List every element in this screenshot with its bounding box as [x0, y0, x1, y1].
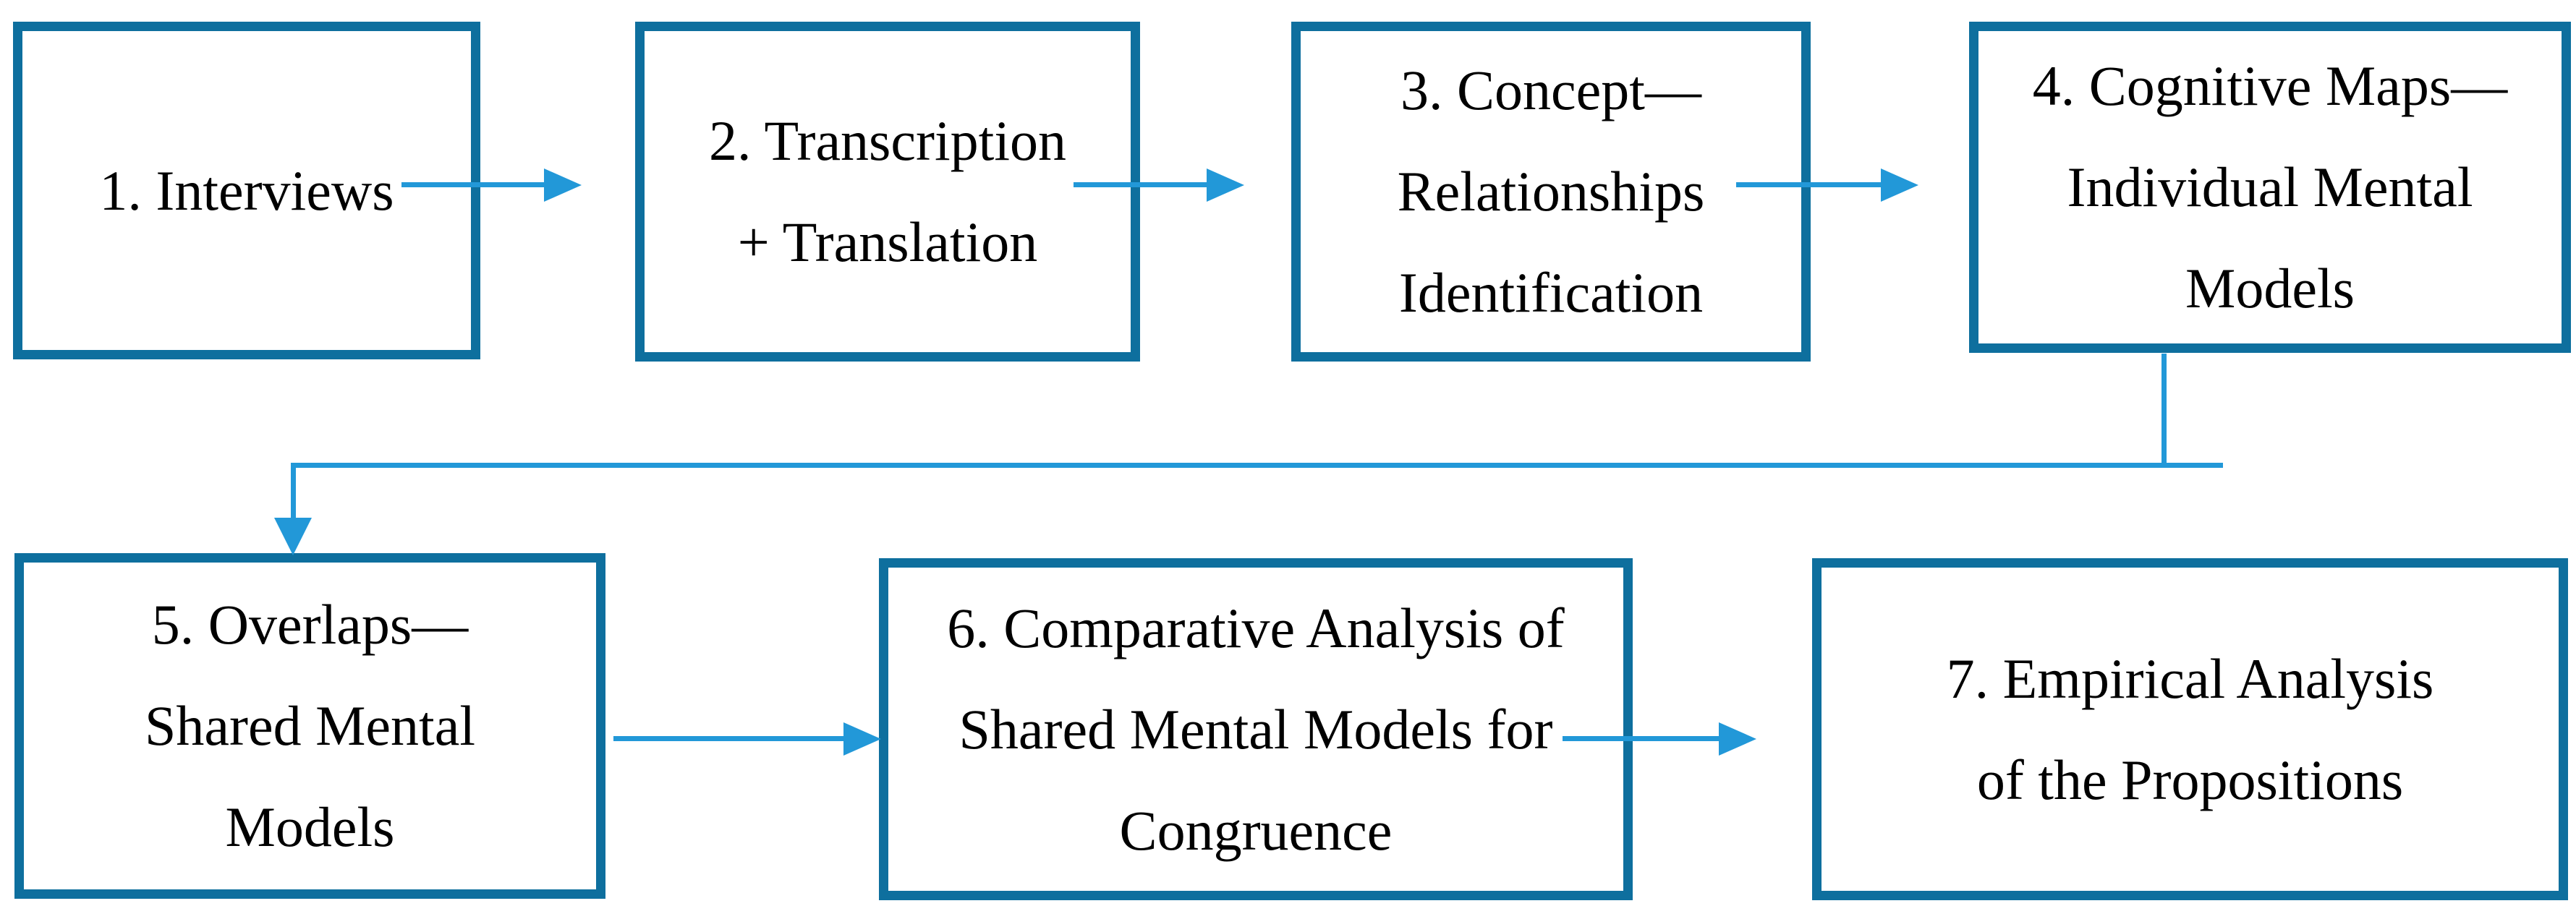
connector-6-7-line: [1563, 736, 1720, 741]
flow-box-1-label: 1. Interviews: [99, 158, 394, 222]
connector-4-5-horizontal-segment: [291, 463, 2223, 468]
arrow-right-icon: [1881, 168, 1918, 202]
arrow-right-icon: [1207, 168, 1244, 202]
flow-box-2-label: 2. Transcription + Translation: [708, 109, 1067, 273]
arrow-right-icon: [1719, 722, 1756, 756]
arrow-right-icon: [843, 722, 881, 756]
arrow-right-icon: [544, 168, 582, 202]
flow-box-5-overlaps-shared-models: 5. Overlaps— Shared Mental Models: [14, 553, 605, 899]
arrow-down-icon: [274, 518, 312, 555]
flow-box-7-empirical-analysis: 7. Empirical Analysis of the Proposition…: [1812, 558, 2568, 900]
flow-box-4-label: 4. Cognitive Maps— Individual Mental Mod…: [2032, 54, 2508, 320]
flow-box-3-label: 3. Concept— Relationships Identification: [1397, 59, 1705, 324]
flow-box-4-cognitive-maps: 4. Cognitive Maps— Individual Mental Mod…: [1969, 22, 2571, 353]
connector-1-2-line: [401, 182, 546, 187]
flow-box-6-label: 6. Comparative Analysis of Shared Mental…: [947, 596, 1565, 862]
connector-3-4-line: [1736, 182, 1882, 187]
connector-4-5-descend-segment: [291, 466, 296, 521]
flow-box-3-concept-relationships: 3. Concept— Relationships Identification: [1291, 22, 1811, 362]
flow-box-5-label: 5. Overlaps— Shared Mental Models: [144, 593, 476, 858]
flow-box-1-interviews: 1. Interviews: [13, 22, 480, 359]
flow-box-7-label: 7. Empirical Analysis of the Proposition…: [1946, 646, 2434, 811]
connector-5-6-line: [613, 736, 845, 741]
flow-box-2-transcription-translation: 2. Transcription + Translation: [635, 22, 1140, 362]
connector-4-5-drop-segment: [2161, 354, 2167, 466]
connector-2-3-line: [1074, 182, 1208, 187]
flow-box-6-comparative-analysis: 6. Comparative Analysis of Shared Mental…: [879, 558, 1633, 900]
